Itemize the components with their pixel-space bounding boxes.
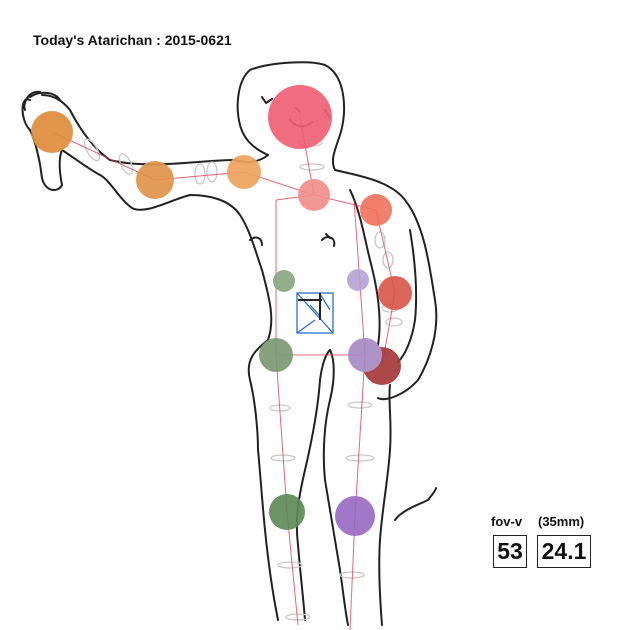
joint-left-elbow	[378, 276, 412, 310]
focal-label: (35mm)	[538, 514, 585, 529]
joints	[31, 85, 412, 536]
focal-value[interactable]: 24.1	[537, 535, 591, 568]
joint-right-hand	[31, 111, 73, 153]
rig-lines	[51, 116, 396, 630]
page-title: Today's Atarichan : 2015-0621	[33, 32, 232, 48]
joint-right-elbow	[136, 161, 174, 199]
joint-right-shoulder	[227, 155, 261, 189]
joint-neck	[298, 179, 330, 211]
center-gizmo	[296, 292, 334, 334]
joint-right-hip	[259, 338, 293, 372]
joint-left-shoulder	[360, 194, 392, 226]
fov-value[interactable]: 53	[493, 535, 527, 568]
body-outline	[21, 61, 438, 626]
bone-rings	[83, 138, 403, 621]
joint-left-knee	[335, 496, 375, 536]
joint-left-hip-upper	[347, 269, 369, 291]
fov-label: fov-v	[491, 514, 523, 529]
joint-right-knee	[269, 494, 305, 530]
joint-left-hip	[348, 338, 382, 372]
joint-head	[268, 85, 332, 149]
joint-right-hip-upper	[273, 270, 295, 292]
